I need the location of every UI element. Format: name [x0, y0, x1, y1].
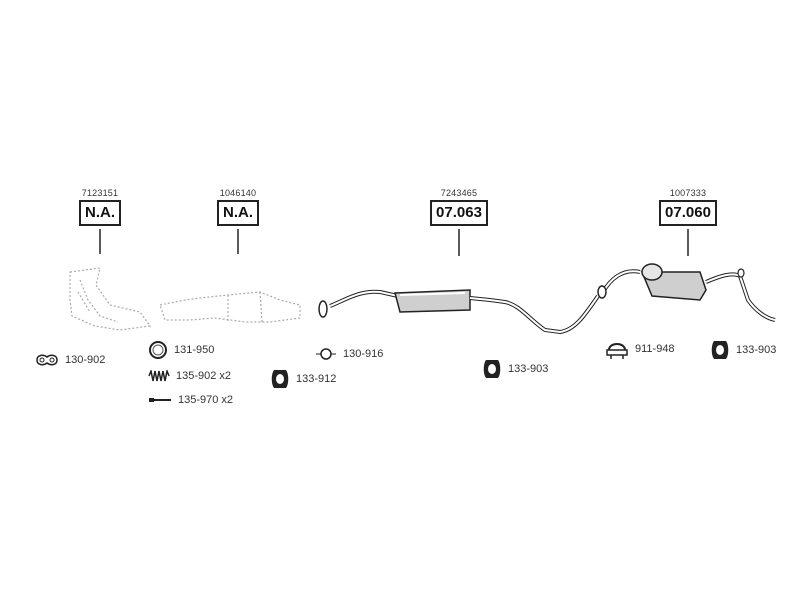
accessory-spring[interactable]: 135-902 x2	[148, 370, 231, 382]
accessory-rubber-mount[interactable]: 133-912	[270, 368, 336, 390]
rubber-mount-icon	[710, 339, 730, 361]
ref-code: 1007333	[669, 188, 707, 198]
ref-code: 1046140	[219, 188, 257, 198]
part-number: 911-948	[635, 343, 675, 355]
part-number: 135-902 x2	[176, 370, 232, 382]
ref-rear-silencer[interactable]: 1007333 07.060	[648, 188, 728, 226]
catalyst-placeholder	[159, 291, 301, 323]
ref-catalyst[interactable]: 1046140 N.A.	[198, 188, 278, 226]
part-number: 133-903	[508, 363, 549, 375]
clamp-icon	[605, 338, 629, 360]
ref-code: 7123151	[81, 188, 119, 198]
front-pipe-placeholder	[69, 267, 152, 331]
part-number: 133-903	[736, 344, 777, 356]
gasket-icon	[35, 353, 59, 367]
spring-icon	[148, 370, 170, 382]
accessory-rubber-mount[interactable]: 133-903	[482, 358, 548, 380]
ring-icon	[148, 340, 168, 360]
ref-label: N.A.	[217, 200, 259, 226]
ref-code: 7243465	[440, 188, 478, 198]
small-gasket-icon	[315, 348, 337, 360]
rubber-mount-icon	[482, 358, 502, 380]
ref-middle-silencer[interactable]: 7243465 07.063	[419, 188, 499, 226]
middle-pipe	[318, 289, 600, 335]
ref-front-pipe[interactable]: 7123151 N.A.	[60, 188, 140, 226]
accessory-ring[interactable]: 131-950	[148, 340, 214, 360]
accessory-gasket[interactable]: 130-902	[35, 353, 105, 367]
bolt-icon	[148, 396, 172, 404]
rubber-mount-icon	[270, 368, 290, 390]
accessory-small-gasket[interactable]: 130-916	[315, 348, 383, 360]
accessory-clamp[interactable]: 911-948	[605, 338, 675, 360]
part-number: 130-916	[343, 348, 384, 360]
part-number: 130-902	[65, 354, 106, 366]
leader-lines	[99, 229, 689, 256]
part-number: 131-950	[174, 344, 215, 356]
part-number: 135-970 x2	[178, 394, 234, 406]
part-number: 133-912	[296, 373, 337, 385]
ref-label: N.A.	[79, 200, 121, 226]
ref-label: 07.063	[430, 200, 488, 226]
rear-silencer	[597, 263, 776, 322]
accessory-bolt[interactable]: 135-970 x2	[148, 394, 233, 406]
accessory-rubber-mount[interactable]: 133-903	[710, 339, 776, 361]
ref-label: 07.060	[659, 200, 717, 226]
